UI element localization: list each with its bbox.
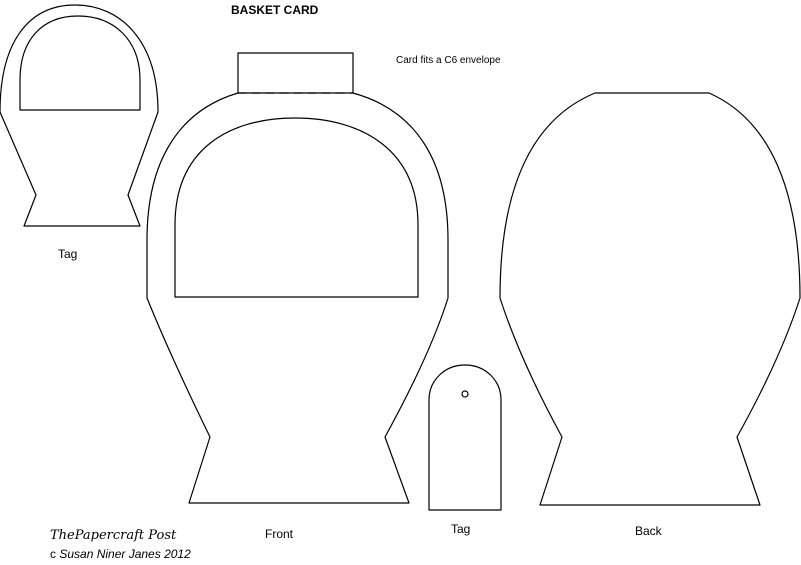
tag-top-label: Tag xyxy=(58,247,78,261)
copyright-author: Susan Niner Janes 2012 xyxy=(59,547,191,561)
tag-top-window xyxy=(19,15,141,111)
front-label: Front xyxy=(265,527,294,541)
back-label: Back xyxy=(635,524,662,538)
front-flap xyxy=(237,52,354,93)
page-title: BASKET CARD xyxy=(231,3,319,17)
back-outline xyxy=(499,92,801,506)
envelope-note: Card fits a C6 envelope xyxy=(396,55,501,66)
brand-logo-text: ThePapercraft Post xyxy=(50,528,177,543)
tag-top-outline xyxy=(0,4,159,227)
copyright-line: c Susan Niner Janes 2012 xyxy=(50,547,191,561)
tag-bottom-label: Tag xyxy=(451,522,471,536)
copyright-prefix: c xyxy=(50,547,56,561)
tag-hole xyxy=(461,390,469,398)
front-window xyxy=(174,117,419,298)
front-outline xyxy=(146,92,449,504)
tag-bottom-outline xyxy=(428,364,502,511)
